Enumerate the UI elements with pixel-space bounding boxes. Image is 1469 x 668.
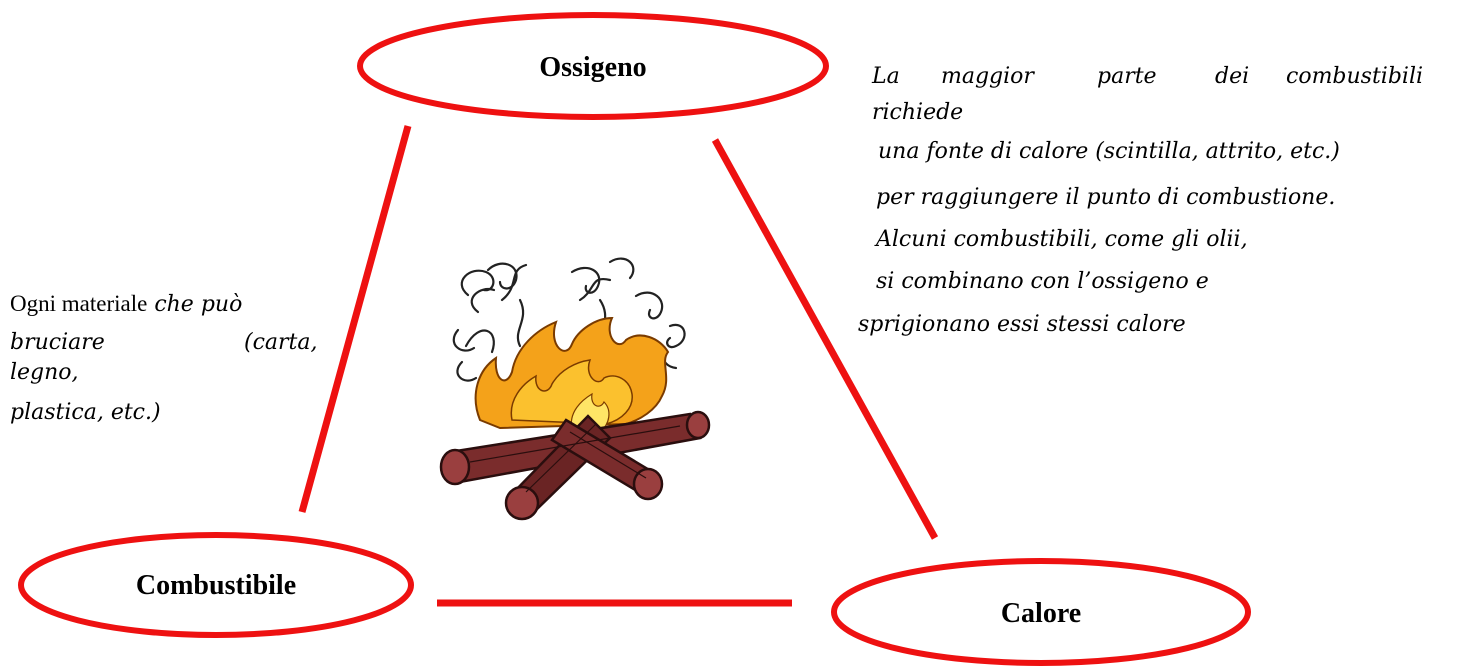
heat-description-word-5: combustibili [1286,64,1424,89]
heat-description-line3: una fonte di calore (scintilla, attrito,… [878,139,1340,164]
fuel-description: Ogni materiale che può bruciare (carta, … [10,292,330,442]
fuel-description-italic: che può [154,292,243,317]
node-heat: Calore [831,558,1251,666]
edge-oxygen-fuel [298,125,412,513]
edge-oxygen-heat [711,138,939,540]
fuel-description-line3: legno, [10,360,79,385]
node-fuel: Combustibile [18,532,414,638]
heat-description-line5: Alcuni combustibili, come gli olii, [876,227,1248,252]
node-oxygen: Ossigeno [357,12,829,120]
heat-description-line2: richiede [872,100,964,125]
heat-description-line4: per raggiungere il punto di combustione. [876,185,1336,210]
heat-description: La maggior parte dei combustibili richie… [858,64,1457,346]
heat-description-line6: si combinano con l’ossigeno e [876,269,1209,294]
heat-description-word-1: La [872,64,900,89]
fuel-description-line2b: (carta, [244,330,318,355]
node-oxygen-label: Ossigeno [539,52,646,83]
node-heat-label: Calore [1001,598,1081,629]
fuel-description-line4: plastica, etc.) [10,400,161,425]
heat-description-word-3: parte [1097,64,1157,89]
fuel-description-plain: Ogni materiale [10,291,148,316]
campfire-icon [439,257,711,521]
heat-description-line7: sprigionano essi stessi calore [858,312,1186,337]
fuel-description-line2a: bruciare [10,330,105,355]
node-fuel-label: Combustibile [136,570,296,601]
heat-description-word-2: maggior [941,64,1034,89]
heat-description-word-4: dei [1215,64,1250,89]
